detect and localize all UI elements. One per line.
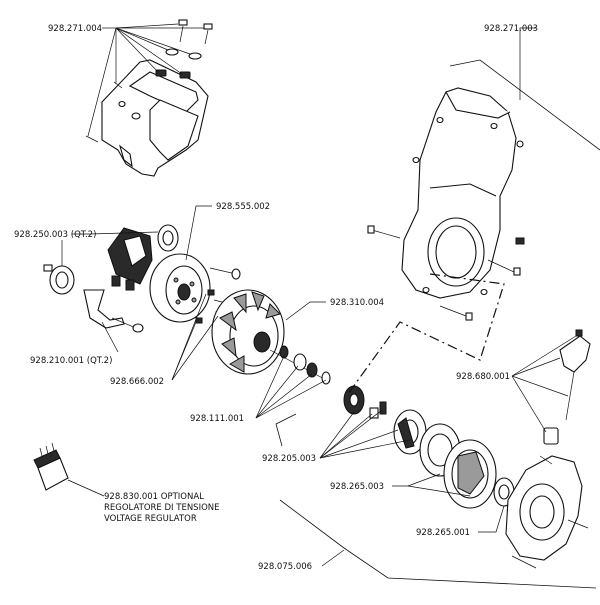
starter-cup — [393, 409, 427, 455]
label-928-680-001: 928.680.001 — [456, 372, 510, 382]
label-928-666-002: 928.666.002 — [110, 377, 164, 387]
label-928-250-003: 928.250.003 (QT.2) — [14, 230, 96, 240]
right-cowl-screws — [367, 225, 525, 321]
top-right-cowl — [401, 87, 524, 299]
label-928-205-003: 928.205.003 — [262, 454, 316, 464]
leader-lines — [61, 23, 600, 589]
label-928-265-003: 928.265.003 — [330, 482, 384, 492]
top-left-cowl — [101, 59, 209, 177]
label-928-830-001: 928.830.001 OPTIONAL — [104, 492, 204, 502]
alignment-lines — [347, 273, 505, 395]
starter-housing — [505, 455, 589, 569]
label-928-111-001: 928.111.001 — [190, 414, 244, 424]
label-928-210-001: 928.210.001 (QT.2) — [30, 356, 112, 366]
label-928-271-004: 928.271.004 — [48, 24, 102, 34]
label-voltage-regulator: VOLTAGE REGULATOR — [104, 514, 197, 524]
starter-reel — [443, 439, 497, 509]
starter-handle — [543, 329, 591, 445]
voltage-regulator — [33, 442, 69, 491]
flywheel-fan — [211, 289, 285, 375]
ignition-plate — [149, 253, 211, 323]
part-labels: 928.271.004 928.271.003 928.250.003 (QT.… — [14, 24, 538, 572]
label-928-555-002: 928.555.002 — [216, 202, 270, 212]
starter-pulley — [343, 385, 387, 419]
label-928-310-004: 928.310.004 — [330, 298, 384, 308]
bracket-mount — [83, 289, 144, 333]
rubber-mount-right — [157, 224, 179, 252]
label-928-265-001: 928.265.001 — [416, 528, 470, 538]
label-928-271-003: 928.271.003 — [484, 24, 538, 34]
cowl-screws — [85, 19, 213, 143]
label-regolatore: REGOLATORE DI TENSIONE — [104, 503, 220, 513]
label-928-075-006: 928.075.006 — [258, 562, 312, 572]
coil-block — [107, 227, 153, 291]
rubber-mount-left — [43, 264, 75, 295]
